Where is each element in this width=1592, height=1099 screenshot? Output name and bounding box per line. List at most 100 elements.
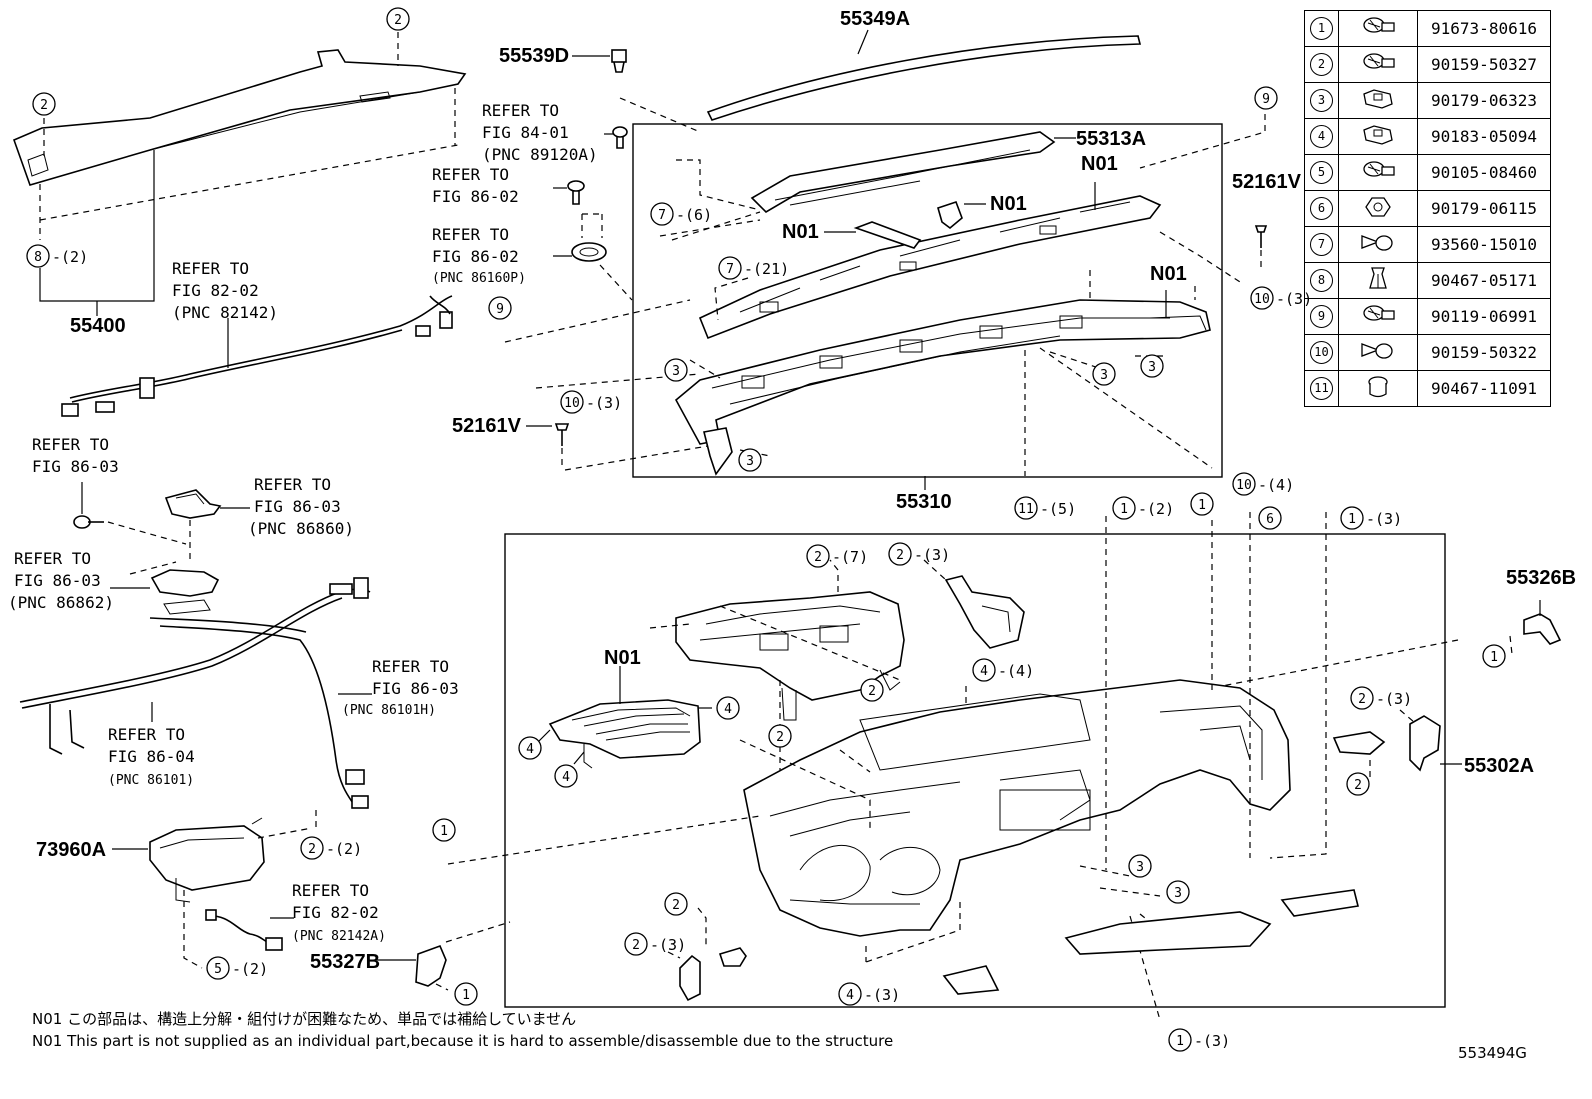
svg-text:-(4): -(4) (998, 662, 1034, 680)
refer-84-01-line2: FIG 84-01 (482, 123, 569, 142)
svg-text:2: 2 (896, 548, 904, 563)
side-bracket (944, 575, 1025, 649)
bolt-washer-icon (1338, 10, 1418, 47)
callout-7-6: 7-(6) (650, 202, 712, 226)
svg-text:2: 2 (868, 684, 876, 699)
legend-part-code: 90105-08460 (1417, 154, 1551, 191)
callout-5-2: 5-(2) (206, 956, 268, 980)
wire-harness-86101 (19, 577, 371, 809)
callout-1-2-top: 1-(2) (1112, 496, 1174, 520)
bracket-55327B (415, 944, 447, 987)
note-jp: N01 この部品は、構造上分解・組付けが困難なため、単品では補給していません (32, 1010, 577, 1028)
diagram-code: 553494G (1458, 1044, 1527, 1062)
callout-3-b: 3 (1092, 362, 1116, 386)
callout-4-b: 4 (554, 764, 578, 788)
clip-nut-icon (1338, 118, 1418, 155)
upper-panel-55313A (750, 131, 1056, 214)
clip-nut-icon (1338, 82, 1418, 119)
svg-text:2: 2 (1358, 692, 1366, 707)
callout-10-3-left: 10-(3) (560, 390, 622, 414)
callout-7-21: 7 -(21) (718, 256, 789, 280)
bolt-refer-84-01 (612, 126, 628, 149)
refer-82-02b-line2: FIG 82-02 (292, 903, 379, 922)
callout-6: 6 (1258, 506, 1282, 530)
bracket-86862 (150, 569, 220, 615)
screw-52161V-bottom (554, 423, 570, 446)
group-frame-55302A (504, 533, 1446, 1008)
legend-part-code: 90183-05094 (1417, 118, 1551, 155)
wire-harness-82142 (61, 295, 453, 417)
callout-4-3: 4-(3) (838, 982, 900, 1006)
callout-2-mid: 2 (860, 678, 884, 702)
refer-84-01-line1: REFER TO (482, 101, 559, 120)
callout-1-top: 1 (1190, 492, 1214, 516)
label-52161V-top: 52161V (1232, 171, 1302, 193)
shelf-panel-55400 (12, 49, 467, 186)
label-52161V-bottom: 52161V (452, 415, 522, 437)
push-clip-icon (1338, 262, 1418, 299)
refer-86-03d-line2: FIG 86-03 (372, 679, 459, 698)
svg-text:-(3): -(3) (650, 936, 686, 954)
svg-text:1: 1 (462, 988, 470, 1003)
refer-86-03c-line2: FIG 86-03 (14, 571, 101, 590)
svg-text:10: 10 (1254, 292, 1270, 307)
callout-2-top: 2 (386, 7, 410, 31)
callout-2-3-bottom: 2 -(3) (624, 932, 686, 956)
legend-part-code: 93560-15010 (1417, 226, 1551, 263)
legend-number: 3 (1304, 82, 1339, 119)
svg-text:2: 2 (776, 730, 784, 745)
refer-82-02b-line1: REFER TO (292, 881, 369, 900)
callout-8: 8-(2) (26, 244, 88, 268)
notes: N01 この部品は、構造上分解・組付けが困難なため、単品では補給していません N… (32, 1008, 893, 1052)
legend-part-code: 90159-50322 (1417, 334, 1551, 371)
screw-52161V-top (1254, 225, 1268, 248)
svg-text:-(21): -(21) (744, 260, 789, 278)
nut-icon (1338, 190, 1418, 227)
refer-86-03a-line2: FIG 86-03 (32, 457, 119, 476)
refer-86-03d-line1: REFER TO (372, 657, 449, 676)
main-support-frame (674, 299, 1211, 476)
refer-86-04-pnc: (PNC 86101) (108, 773, 194, 788)
svg-text:-(2): -(2) (232, 960, 268, 978)
insulator-pads (942, 889, 1359, 995)
legend-number: 4 (1304, 118, 1339, 155)
callout-2-3-top: 2-(3) (888, 542, 950, 566)
callout-4-a: 4 (518, 736, 542, 760)
callout-1-left: 1 (432, 818, 456, 842)
sensor-86860 (164, 489, 222, 519)
callout-3-e: 3 (1128, 854, 1152, 878)
callout-1-bracket: 1 (454, 982, 478, 1006)
bolt-refer-86-02 (567, 180, 585, 205)
panel-strip-55349A (706, 35, 1142, 121)
svg-text:7: 7 (726, 262, 734, 277)
bolt-washer-icon (1338, 46, 1418, 83)
svg-text:-(7): -(7) (832, 548, 868, 566)
svg-text:2: 2 (632, 938, 640, 953)
svg-text:2: 2 (40, 98, 48, 113)
callout-11-5: 11 -(5) (1014, 496, 1076, 520)
svg-text:9: 9 (1262, 92, 1270, 107)
callout-3-d: 3 (738, 448, 762, 472)
svg-text:4: 4 (980, 664, 988, 679)
small-bracket-left (679, 947, 747, 1002)
legend-number: 8 (1304, 262, 1339, 299)
bolt-washer-icon (1338, 154, 1418, 191)
svg-text:11: 11 (1018, 502, 1034, 517)
legend-number: 1 (1304, 10, 1339, 47)
label-55539D: 55539D (499, 45, 569, 67)
legend-number: 6 (1304, 190, 1339, 227)
callout-2-left-mid: 2 (768, 724, 792, 748)
dashboard-reinforcement-55302A (743, 679, 1291, 937)
svg-text:-(5): -(5) (1040, 500, 1076, 518)
screw-icon (1338, 334, 1418, 371)
svg-text:-(3): -(3) (1276, 290, 1312, 308)
label-N01-left: N01 (782, 221, 819, 243)
refer-82-02-pnc: (PNC 82142) (172, 303, 278, 322)
callout-3-f: 3 (1166, 880, 1190, 904)
legend-number: 11 (1304, 370, 1339, 407)
